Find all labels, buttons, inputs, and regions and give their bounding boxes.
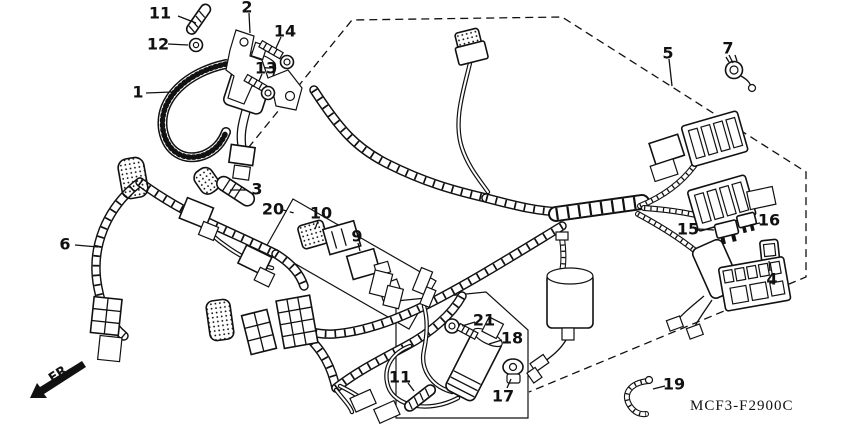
callout-20: 20 — [261, 199, 285, 219]
callout-13: 13 — [254, 58, 278, 78]
callout-16: 16 — [757, 210, 781, 230]
part-13-bolt — [243, 73, 276, 101]
callout-14: 14 — [273, 21, 297, 41]
part-3-tube — [193, 166, 256, 207]
callout-6: 6 — [59, 234, 71, 254]
top-connector — [454, 27, 489, 66]
callout-10: 10 — [309, 203, 333, 223]
right-connectors — [648, 110, 777, 232]
fr-direction-arrow: FR. — [30, 361, 86, 398]
condenser — [526, 231, 594, 384]
relay-box-outline — [265, 198, 437, 330]
part-21-bolt — [444, 318, 479, 340]
callout-12: 12 — [146, 34, 170, 54]
part-17-grommet — [502, 358, 524, 384]
callout-15: 15 — [676, 219, 700, 239]
callout-3: 3 — [251, 179, 263, 199]
part-2-bracket — [225, 29, 303, 111]
fuse-box — [665, 238, 792, 340]
callout-18: 18 — [500, 328, 524, 348]
callout-7: 7 — [722, 38, 734, 58]
bottom-left-connectors — [89, 269, 405, 424]
callout-4: 4 — [766, 269, 778, 289]
main-harness — [292, 51, 714, 415]
part-6-sub-harness — [96, 156, 304, 336]
callout-19: 19 — [662, 374, 686, 394]
callout-1: 1 — [132, 82, 144, 102]
callout-21: 21 — [472, 310, 496, 330]
part-12-nut — [188, 37, 204, 53]
part-7-clamp — [724, 54, 757, 93]
callout-2: 2 — [241, 0, 253, 17]
assembly-boundary — [239, 16, 807, 393]
mini-fuses-15-16 — [713, 211, 758, 245]
part-11-strap-top — [185, 3, 212, 35]
callout-5: 5 — [662, 43, 674, 63]
callout-leader-lines — [74, 12, 771, 392]
part-14-bolt — [258, 39, 295, 70]
callout-9: 9 — [351, 226, 363, 246]
part-11-strap-bottom — [403, 384, 437, 412]
callout-11-bottom: 11 — [388, 367, 412, 387]
callout-11-top: 11 — [148, 3, 172, 23]
callout-17: 17 — [491, 386, 515, 406]
part-18-coil — [384, 266, 505, 409]
part-19-clip — [627, 375, 654, 415]
figure-code: MCF3-F2900C — [690, 398, 794, 414]
